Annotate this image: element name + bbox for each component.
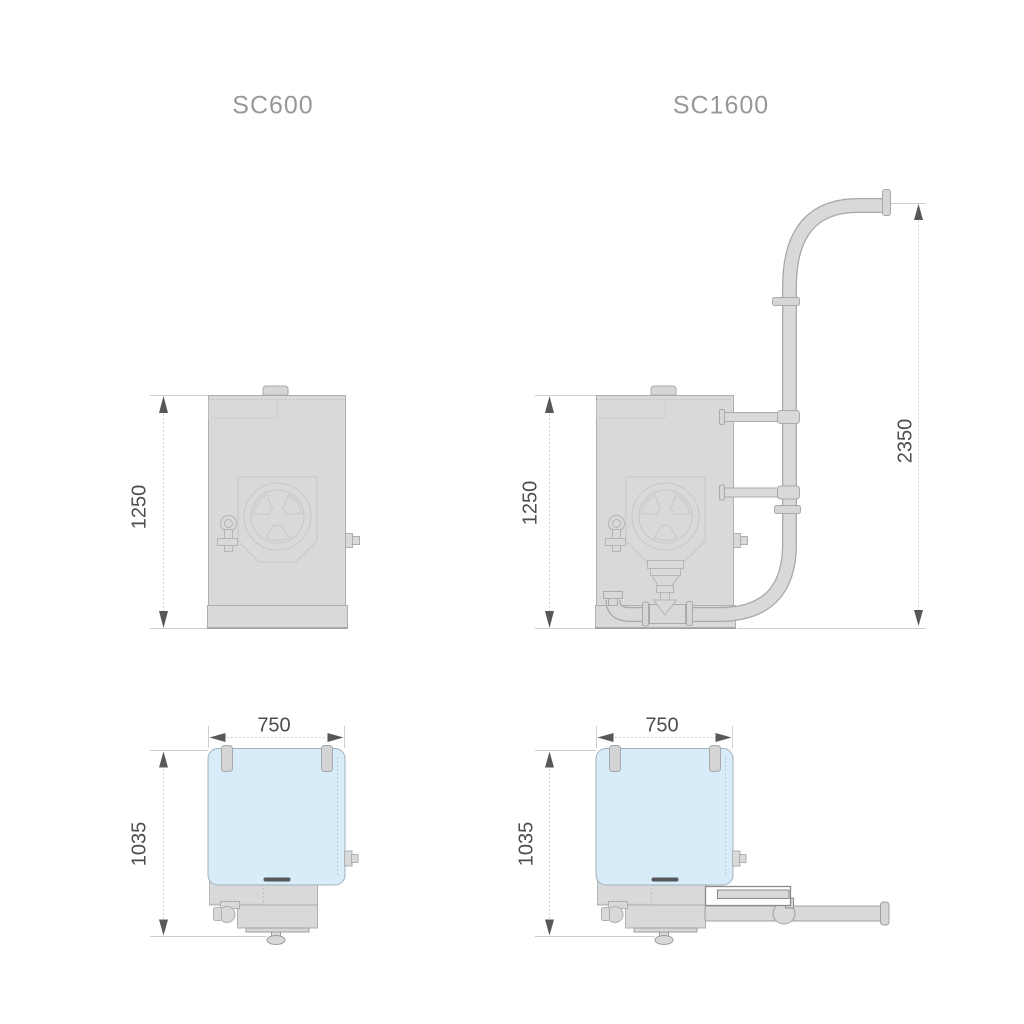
sc600-side-view bbox=[150, 386, 360, 629]
dim-label-sc600-height: 1250 bbox=[128, 484, 151, 530]
dim-label-sc1600-depth: 1035 bbox=[515, 821, 538, 867]
sc1600-height-dimension bbox=[535, 395, 596, 629]
sc600-depth-dimension bbox=[150, 750, 267, 937]
dim-label-sc600-width: 750 bbox=[257, 714, 291, 737]
sc600-width-dimension bbox=[208, 726, 345, 748]
sc1600-top-view bbox=[535, 726, 890, 945]
title-sc1600: SC1600 bbox=[672, 91, 770, 120]
dim-label-sc600-depth: 1035 bbox=[128, 821, 151, 867]
sc1600-side-view bbox=[535, 189, 926, 629]
sc600-height-dimension bbox=[150, 395, 208, 629]
sc1600-pipe-brackets bbox=[719, 189, 891, 514]
dim-label-sc1600-width: 750 bbox=[645, 714, 679, 737]
sc600-machine-body bbox=[208, 386, 360, 629]
sc600-lid bbox=[207, 745, 359, 945]
sc1600-width-dimension bbox=[596, 726, 733, 748]
sc1600-pipe-height-dimension bbox=[737, 203, 926, 629]
sc1600-pipe-arm-top bbox=[704, 885, 890, 926]
dim-label-sc1600-height: 1250 bbox=[519, 480, 542, 526]
title-sc600: SC600 bbox=[232, 91, 314, 120]
sc1600-funnel bbox=[647, 560, 684, 616]
sc1600-exhaust-pipe bbox=[603, 198, 884, 627]
sc1600-depth-dimension bbox=[535, 750, 655, 937]
dim-label-sc1600-pipe-height: 2350 bbox=[894, 418, 917, 464]
sc600-top-view bbox=[150, 726, 359, 945]
